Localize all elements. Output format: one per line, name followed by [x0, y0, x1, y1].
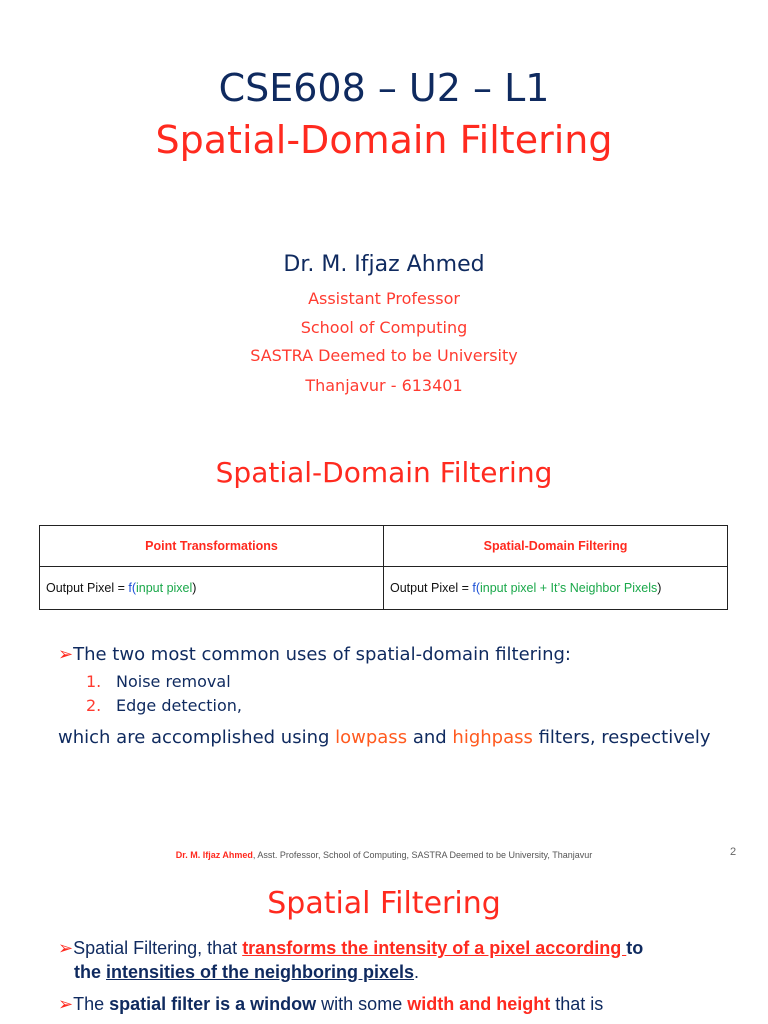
table-cell-point: Output Pixel = f(input pixel)	[39, 566, 384, 610]
emphasis-text: spatial filter is a window	[109, 994, 317, 1014]
affiliation-line-4: Thanjavur - 613401	[305, 376, 463, 395]
section-heading: Spatial-Domain Filtering	[215, 456, 553, 489]
list-item: 2. Edge detection,	[86, 696, 242, 715]
emphasis-text: width and height	[407, 994, 551, 1014]
cell-function: f(	[472, 581, 480, 595]
lowpass-term: lowpass	[335, 727, 408, 748]
cell-function: f(	[128, 581, 136, 595]
slide-title: CSE608 – U2 – L1	[218, 66, 550, 110]
arrow-bullet-icon: ➢	[58, 644, 74, 665]
para-text: that is	[550, 994, 604, 1014]
list-text: Noise removal	[116, 672, 231, 691]
table-row: Output Pixel = f(input pixel) Output Pix…	[39, 566, 728, 610]
cell-argument: input pixel	[135, 581, 193, 595]
cell-text: Output Pixel =	[46, 581, 129, 595]
list-number: 2.	[86, 696, 102, 715]
affiliation-line-1: Assistant Professor	[308, 289, 460, 308]
arrow-bullet-icon: ➢	[58, 938, 74, 958]
para-text: with some	[316, 994, 408, 1014]
cell-close: )	[192, 581, 197, 595]
filters-sentence: which are accomplished using lowpass and…	[58, 727, 711, 748]
uses-intro-text: The two most common uses of spatial-doma…	[73, 644, 571, 665]
para-text: the	[74, 962, 107, 982]
paragraph: ➢The spatial filter is a window with som…	[58, 992, 718, 1016]
table-header-cell: Spatial-Domain Filtering	[383, 525, 728, 567]
table-header-row: Point Transformations Spatial-Domain Fil…	[39, 525, 728, 567]
comparison-table: Point Transformations Spatial-Domain Fil…	[39, 525, 728, 610]
page-number: 2	[730, 846, 737, 858]
list-number: 1.	[86, 672, 102, 691]
para-text: Spatial Filtering, that	[73, 938, 243, 958]
list-item: 1. Noise removal	[86, 672, 231, 691]
footer-affiliation: , Asst. Professor, School of Computing, …	[252, 850, 593, 860]
para-text: .	[414, 962, 420, 982]
sentence-part: filters, respectively	[532, 727, 711, 748]
section-heading: Spatial Filtering	[267, 886, 501, 921]
emphasis-text: intensities of the neighboring pixels	[106, 962, 415, 982]
author-name: Dr. M. Ifjaz Ahmed	[283, 252, 485, 277]
cell-argument: input pixel + It’s Neighbor Pixels	[479, 581, 658, 595]
slide-subtitle: Spatial-Domain Filtering	[155, 118, 613, 162]
affiliation-line-2: School of Computing	[300, 318, 468, 337]
slide-footer: Dr. M. Ifjaz Ahmed, Asst. Professor, Sch…	[0, 850, 768, 860]
table-cell-spatial: Output Pixel = f(input pixel + It’s Neig…	[383, 566, 728, 610]
uses-intro: ➢The two most common uses of spatial-dom…	[58, 644, 571, 665]
para-text: The	[73, 994, 110, 1014]
highpass-term: highpass	[452, 727, 533, 748]
affiliation-line-3: SASTRA Deemed to be University	[250, 346, 518, 365]
paragraph: ➢Spatial Filtering, that transforms the …	[58, 936, 718, 984]
sentence-part: and	[407, 727, 453, 748]
table-header-cell: Point Transformations	[39, 525, 384, 567]
sentence-part: which are accomplished using	[58, 727, 336, 748]
list-text: Edge detection,	[116, 696, 242, 715]
para-text: to	[626, 938, 644, 958]
cell-text: Output Pixel =	[390, 581, 473, 595]
emphasis-text: transforms the intensity of a pixel acco…	[242, 938, 627, 958]
footer-author: Dr. M. Ifjaz Ahmed	[175, 850, 253, 860]
arrow-bullet-icon: ➢	[58, 994, 74, 1014]
cell-close: )	[657, 581, 662, 595]
